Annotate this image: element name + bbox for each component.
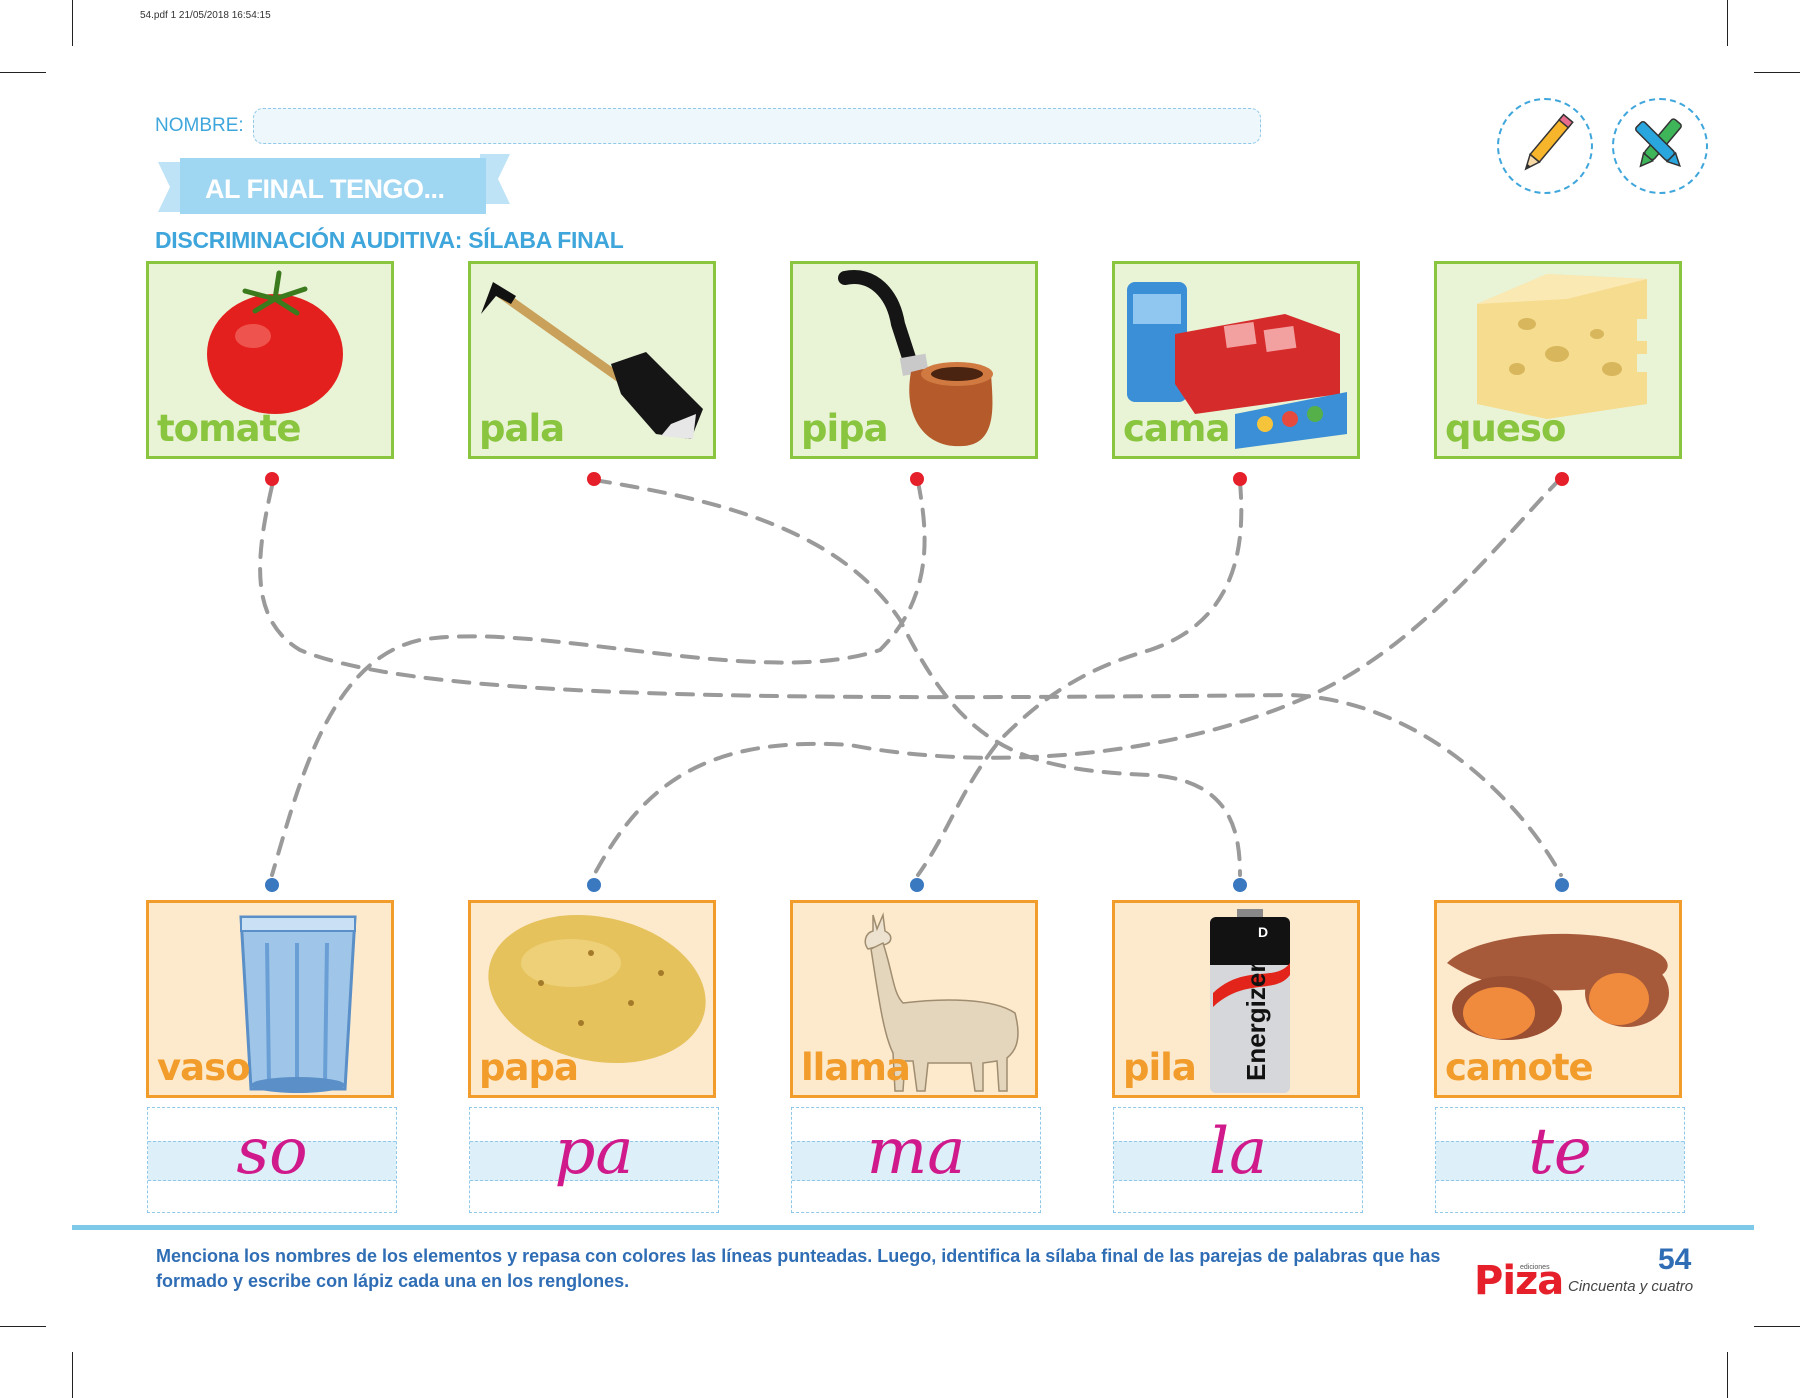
line-pala-pila — [592, 478, 1242, 877]
word-label: cama — [1123, 407, 1230, 450]
crop-mark — [1727, 0, 1728, 46]
pipe-image — [838, 270, 993, 447]
crop-mark — [1754, 1326, 1800, 1327]
word-card-queso[interactable]: queso — [1434, 261, 1682, 459]
word-label: vaso — [157, 1046, 251, 1089]
markers-icon — [1635, 118, 1682, 168]
word-card-pila[interactable]: D Energizer pila — [1112, 900, 1360, 1098]
svg-text:D: D — [1258, 924, 1268, 940]
svg-text:Energizer: Energizer — [1241, 963, 1271, 1082]
title-ribbon — [158, 154, 510, 214]
line-cama-llama — [916, 480, 1244, 877]
sweet-potato-image — [1447, 933, 1669, 1040]
crop-mark — [1727, 1352, 1728, 1398]
start-dot[interactable] — [1233, 472, 1247, 486]
word-card-vaso[interactable]: vaso — [146, 900, 394, 1098]
writing-line-la[interactable]: la — [1113, 1107, 1363, 1213]
print-info: 54.pdf 1 21/05/2018 16:54:15 — [140, 10, 271, 21]
publisher-logo: Piza — [1474, 1258, 1564, 1304]
writing-line-so[interactable]: so — [147, 1107, 397, 1213]
pencil-icon — [1524, 113, 1574, 171]
end-dot[interactable] — [587, 878, 601, 892]
page-title: AL FINAL TENGO... — [205, 174, 445, 204]
start-dot[interactable] — [910, 472, 924, 486]
footer-divider — [72, 1225, 1754, 1230]
word-card-camote[interactable]: camote — [1434, 900, 1682, 1098]
markers-badge — [1612, 98, 1708, 194]
word-card-papa[interactable]: papa — [468, 900, 716, 1098]
word-label: tomate — [157, 407, 301, 450]
word-card-tomate[interactable]: tomate — [146, 261, 394, 459]
name-label: NOMBRE: — [155, 115, 244, 136]
syllable-text: te — [1528, 1115, 1592, 1189]
bed-image — [1127, 282, 1347, 449]
instructions-text: Menciona los nombres de los elementos y … — [156, 1246, 1441, 1291]
word-label: camote — [1445, 1046, 1594, 1089]
word-label: pila — [1123, 1046, 1197, 1089]
page-subtitle: DISCRIMINACIÓN AUDITIVA: SÍLABA FINAL — [155, 227, 624, 253]
word-label: papa — [479, 1046, 579, 1089]
writing-band — [1114, 1141, 1362, 1181]
battery-image: D Energizer — [1210, 909, 1290, 1093]
line-queso-papa — [592, 476, 1563, 877]
crop-mark — [1754, 72, 1800, 73]
word-label: llama — [801, 1046, 911, 1089]
word-label: queso — [1445, 407, 1566, 450]
publisher-tagline: ediciones — [1520, 1264, 1550, 1271]
shovel-image — [481, 282, 703, 439]
start-dot[interactable] — [265, 472, 279, 486]
potato-image — [488, 914, 706, 1064]
end-dot[interactable] — [265, 878, 279, 892]
line-pipa-vaso — [270, 480, 927, 877]
word-card-pala[interactable]: pala — [468, 261, 716, 459]
crop-mark — [0, 1326, 46, 1327]
start-dot[interactable] — [1555, 472, 1569, 486]
word-card-pipa[interactable]: pipa — [790, 261, 1038, 459]
syllable-text: so — [236, 1115, 308, 1189]
page-number: 54 — [1658, 1243, 1692, 1276]
end-dot[interactable] — [1233, 878, 1247, 892]
syllable-text: pa — [554, 1115, 634, 1189]
writing-line-pa[interactable]: pa — [469, 1107, 719, 1213]
word-label: pipa — [801, 407, 889, 450]
writing-band — [148, 1141, 396, 1181]
pencil-badge — [1497, 98, 1593, 194]
llama-image — [864, 912, 1019, 1092]
writing-band — [470, 1141, 718, 1181]
name-field[interactable] — [253, 108, 1261, 144]
start-dot[interactable] — [587, 472, 601, 486]
page-number-words: Cincuenta y cuatro — [1568, 1278, 1694, 1295]
word-card-cama[interactable]: cama — [1112, 261, 1360, 459]
writing-line-te[interactable]: te — [1435, 1107, 1685, 1213]
writing-band — [792, 1141, 1040, 1181]
line-tomate-camote — [258, 484, 1563, 877]
crop-mark — [0, 72, 46, 73]
cheese-image — [1477, 274, 1651, 419]
end-dot[interactable] — [910, 878, 924, 892]
tomato-image — [207, 270, 343, 414]
crop-mark — [72, 1352, 73, 1398]
word-card-llama[interactable]: llama — [790, 900, 1038, 1098]
end-dot[interactable] — [1555, 878, 1569, 892]
writing-band — [1436, 1141, 1684, 1181]
crop-mark — [72, 0, 73, 46]
writing-line-ma[interactable]: ma — [791, 1107, 1041, 1213]
syllable-text: ma — [866, 1115, 966, 1189]
glass-image — [239, 915, 357, 1093]
syllable-text: la — [1208, 1115, 1268, 1189]
word-label: pala — [479, 407, 565, 450]
